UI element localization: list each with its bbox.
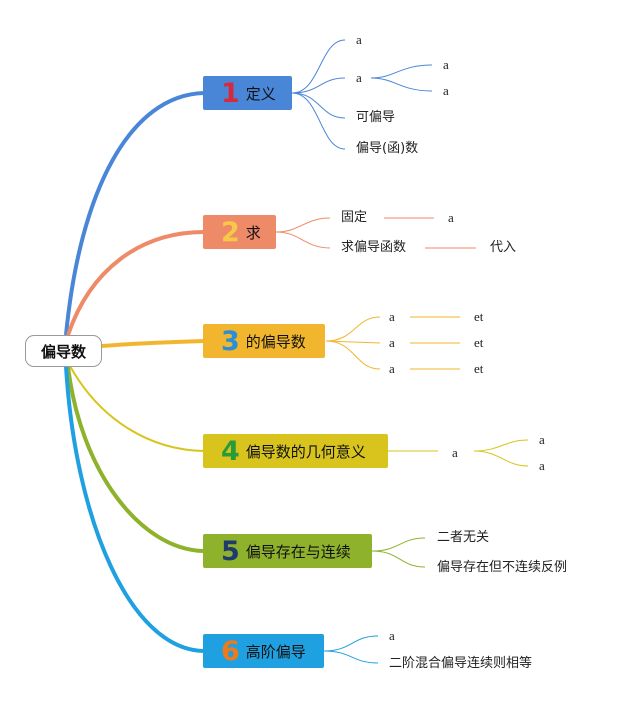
topic-3-number: 3 [221,325,240,357]
topic-4-number: 4 [221,435,240,467]
topic-2-connectors [275,217,476,249]
t3-row-3-right[interactable]: et [474,361,484,376]
t2-sub-fix-child[interactable]: a [448,210,454,225]
t3-row-2-right[interactable]: et [474,335,484,350]
topic-1-connectors [291,39,433,150]
branch-1 [64,91,205,336]
topic-5-number: 5 [221,535,240,567]
topic-6[interactable]: 6 高阶偏导 [203,634,324,668]
topic-6-label: 高阶偏导 [245,642,306,661]
t1-sub-a2-child-1[interactable]: a [443,57,449,72]
topic-4[interactable]: 4 偏导数的几何意义 [203,434,388,468]
topic-3-connectors [325,316,460,370]
topic-1[interactable]: 1 定义 [203,76,292,110]
topic-3[interactable]: 3 的偏导数 [203,324,325,358]
branch-5 [66,365,205,553]
topic-5-label: 偏导存在与连续 [245,542,351,561]
branch-2 [66,230,205,336]
topic-6-connectors [323,635,379,664]
t3-row-3-left[interactable]: a [389,361,395,376]
topic-5[interactable]: 5 偏导存在与连续 [203,534,372,568]
t1-sub-a2-child-2[interactable]: a [443,83,449,98]
branch-4 [69,365,205,452]
t4-sub-a[interactable]: a [452,445,458,460]
t1-sub-a1[interactable]: a [356,32,362,47]
topic-2-number: 2 [221,216,240,248]
t2-sub-substitute[interactable]: 代入 [490,240,517,255]
topic-2-label: 求 [245,223,261,242]
root-label: 偏导数 [40,342,86,361]
t5-sub-counterexample[interactable]: 偏导存在但不连续反例 [437,560,568,575]
t1-sub-a2[interactable]: a [356,70,362,85]
topic-4-label: 偏导数的几何意义 [245,442,366,461]
topic-2[interactable]: 2 求 [203,215,276,249]
t2-sub-fix[interactable]: 固定 [341,210,368,225]
topic-1-label: 定义 [245,84,276,103]
t3-row-1-right[interactable]: et [474,309,484,324]
branch-6 [64,365,205,653]
t3-row-2-left[interactable]: a [389,335,395,350]
t2-sub-find-partial[interactable]: 求偏导函数 [341,240,407,255]
branch-3 [101,339,205,348]
topic-6-number: 6 [221,635,240,667]
topic-1-number: 1 [221,77,240,109]
t5-sub-unrelated[interactable]: 二者无关 [437,530,490,545]
t4-sub-a-child-1[interactable]: a [539,432,545,447]
topic-4-connectors [388,439,529,467]
t6-sub-a[interactable]: a [389,628,395,643]
t3-row-1-left[interactable]: a [389,309,395,324]
t1-sub-partial-function[interactable]: 偏导(函)数 [356,141,419,156]
topic-5-connectors [371,537,426,568]
topic-3-label: 的偏导数 [245,332,306,351]
root-topic[interactable]: 偏导数 [25,335,102,367]
t1-sub-partial-differentiable[interactable]: 可偏导 [356,110,396,125]
t4-sub-a-child-2[interactable]: a [539,458,545,473]
t6-sub-mixed-equal[interactable]: 二阶混合偏导连续则相等 [389,656,533,671]
